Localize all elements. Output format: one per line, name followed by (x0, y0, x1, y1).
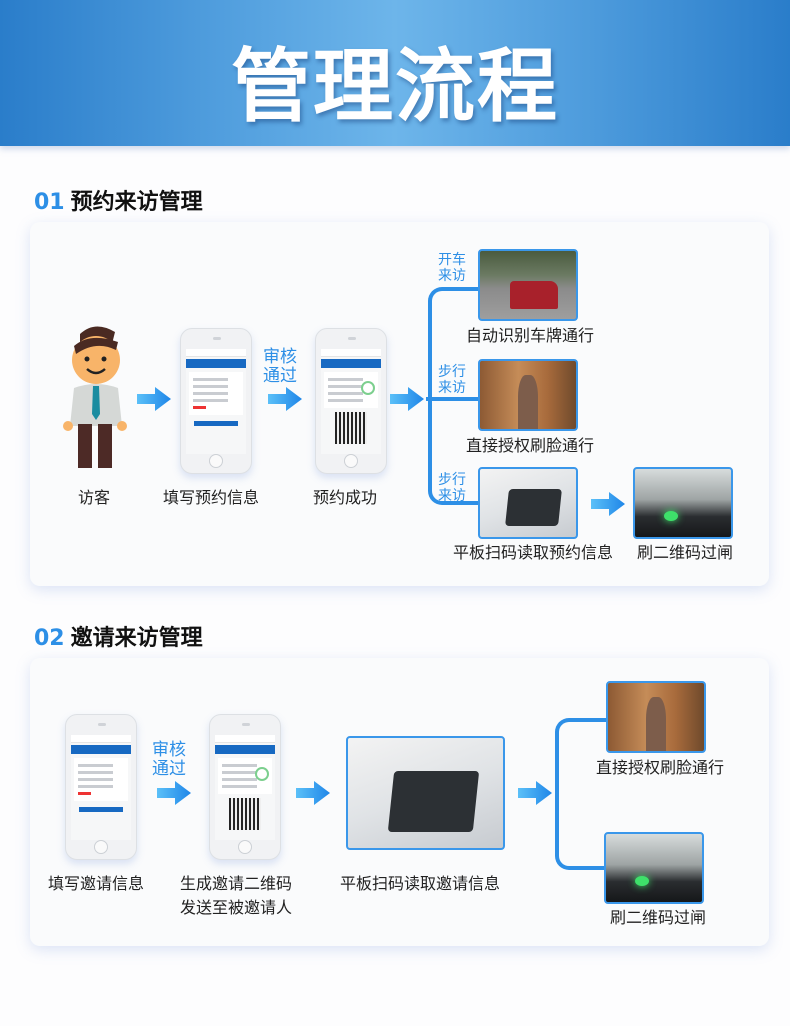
photo-face-gate-2 (606, 681, 706, 753)
arrow-right-icon (268, 387, 302, 411)
step-fill-label: 填写预约信息 (163, 488, 260, 507)
step-invite-fill-label: 填写邀请信息 (48, 874, 145, 893)
caption-tablet-invite: 平板扫码读取邀请信息 (340, 874, 501, 893)
page-title: 管理流程 (231, 40, 559, 133)
caption-face-2: 直接授权刷脸通行 (596, 758, 725, 777)
photo-license-plate (478, 249, 578, 321)
branch-connector-2 (555, 718, 607, 870)
section-number: 01 (34, 190, 65, 215)
approve-label-2: 审核 通过 (152, 741, 186, 779)
phone-invite-qr (209, 714, 281, 860)
visitor-figure-icon (63, 326, 127, 468)
photo-tablet-scan (478, 467, 578, 539)
caption-tablet: 平板扫码读取预约信息 (453, 543, 614, 562)
branch-connector-mid (426, 397, 480, 401)
branch-tag-walk-1: 步行来访 (438, 364, 466, 396)
approve-line-2: 通过 (152, 759, 186, 779)
approve-label: 审核 通过 (263, 348, 297, 386)
arrow-right-icon (518, 781, 552, 805)
step-generate-label: 生成邀请二维码 发送至被邀请人 (180, 872, 292, 920)
branch-tag-drive: 开车来访 (438, 252, 466, 284)
photo-tablet-invite (346, 736, 505, 850)
generate-line-1: 生成邀请二维码 (180, 874, 293, 893)
caption-qr-gate: 刷二维码过闸 (637, 543, 734, 562)
branch-connector (428, 287, 480, 505)
photo-face-gate (478, 359, 578, 431)
arrow-right-icon (296, 781, 330, 805)
photo-qr-gate (633, 467, 733, 539)
arrow-right-icon (137, 387, 171, 411)
section-title: 邀请来访管理 (70, 626, 203, 651)
phone-fill-form (180, 328, 252, 474)
caption-qr-gate-2: 刷二维码过闸 (610, 908, 707, 927)
section-number: 02 (34, 626, 65, 651)
approve-line-2: 通过 (263, 366, 297, 386)
header-banner: 管理流程 (0, 0, 790, 146)
step-success-label: 预约成功 (313, 488, 378, 507)
arrow-right-icon (591, 492, 625, 516)
approve-line-1: 审核 (263, 347, 297, 367)
approve-line-1: 审核 (152, 740, 186, 760)
step-visitor-label: 访客 (78, 488, 111, 507)
phone-invite-form (65, 714, 137, 860)
generate-line-2: 发送至被邀请人 (180, 898, 293, 917)
section-title: 预约来访管理 (70, 190, 203, 215)
caption-plate: 自动识别车牌通行 (466, 326, 595, 345)
qr-code-icon (229, 798, 261, 830)
arrow-right-icon (390, 387, 424, 411)
phone-success-qr (315, 328, 387, 474)
arrow-right-icon (157, 781, 191, 805)
caption-face: 直接授权刷脸通行 (466, 436, 595, 455)
branch-tag-walk-2: 步行来访 (438, 472, 466, 504)
qr-code-icon (335, 412, 367, 444)
photo-qr-gate-2 (604, 832, 704, 904)
